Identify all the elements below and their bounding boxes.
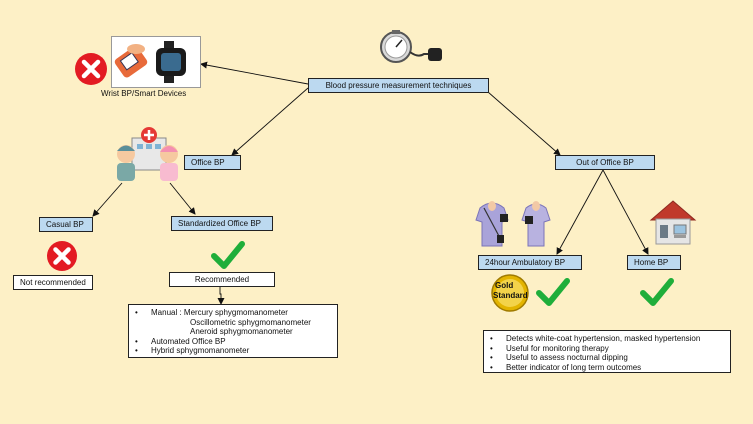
blood-pressure-gauge-icon — [378, 30, 444, 68]
methods-list: •Manual : Mercury sphygmomanometer Oscil… — [128, 304, 338, 358]
arrow-root-to-outofoffice — [487, 91, 561, 156]
list-item: •Automated Office BP — [135, 336, 226, 346]
wrist-label: Wrist BP/Smart Devices — [101, 89, 187, 98]
check-icon — [536, 278, 570, 306]
smartwatch-icon — [156, 41, 186, 83]
ambulatory-monitor-wearer-icon — [470, 198, 560, 250]
arrow-outofoffice-to-ambulatory — [556, 169, 604, 255]
arrow-root-to-wrist — [200, 61, 309, 85]
arrow-office-to-standardized — [169, 182, 196, 215]
arrow-root-to-office — [231, 87, 309, 156]
cross-icon — [74, 52, 108, 86]
arrow-recommended-to-methods — [217, 287, 225, 305]
office-node: Office BP — [184, 155, 241, 170]
arrow-outofoffice-to-home — [602, 169, 649, 255]
arrow-office-to-casual — [92, 182, 123, 217]
list-item: •Manual : Mercury sphygmomanometer — [135, 308, 288, 317]
ambulatory-benefits-list: •Detects white-coat hypertension, masked… — [483, 330, 731, 373]
root-node: Blood pressure measurement techniques — [308, 78, 489, 93]
cross-icon — [46, 240, 78, 272]
wrist-monitor-icon — [114, 44, 148, 78]
list-item: Aneroid sphygmomanometer — [190, 327, 293, 337]
list-item: Oscillometric sphygmomanometer — [190, 317, 311, 327]
list-item: •Detects white-coat hypertension, masked… — [490, 334, 701, 343]
list-item: •Hybrid sphygmomanometer — [135, 346, 250, 356]
doctor-nurse-hospital-icon — [112, 126, 184, 184]
list-item: •Useful for monitoring therapy — [490, 343, 609, 353]
casual-result: Not recommended — [13, 275, 93, 290]
check-icon — [211, 241, 245, 269]
casual-node: Casual BP — [39, 217, 93, 232]
house-icon — [648, 198, 698, 248]
badge-line2: Standard — [493, 291, 528, 300]
check-icon — [640, 278, 674, 306]
standardized-result: Recommended — [169, 272, 275, 287]
out-of-office-node: Out of Office BP — [555, 155, 655, 170]
list-item: •Useful to assess nocturnal dipping — [490, 353, 628, 363]
standardized-node: Standardized Office BP — [171, 216, 273, 231]
list-item: •Better indicator of long term outcomes — [490, 362, 642, 372]
wrist-devices-image — [111, 36, 201, 88]
ambulatory-node: 24hour Ambulatory BP — [478, 255, 582, 270]
badge-line1: Gold — [495, 281, 514, 290]
home-node: Home BP — [627, 255, 681, 270]
gold-standard-badge: Gold Standard — [491, 274, 529, 312]
